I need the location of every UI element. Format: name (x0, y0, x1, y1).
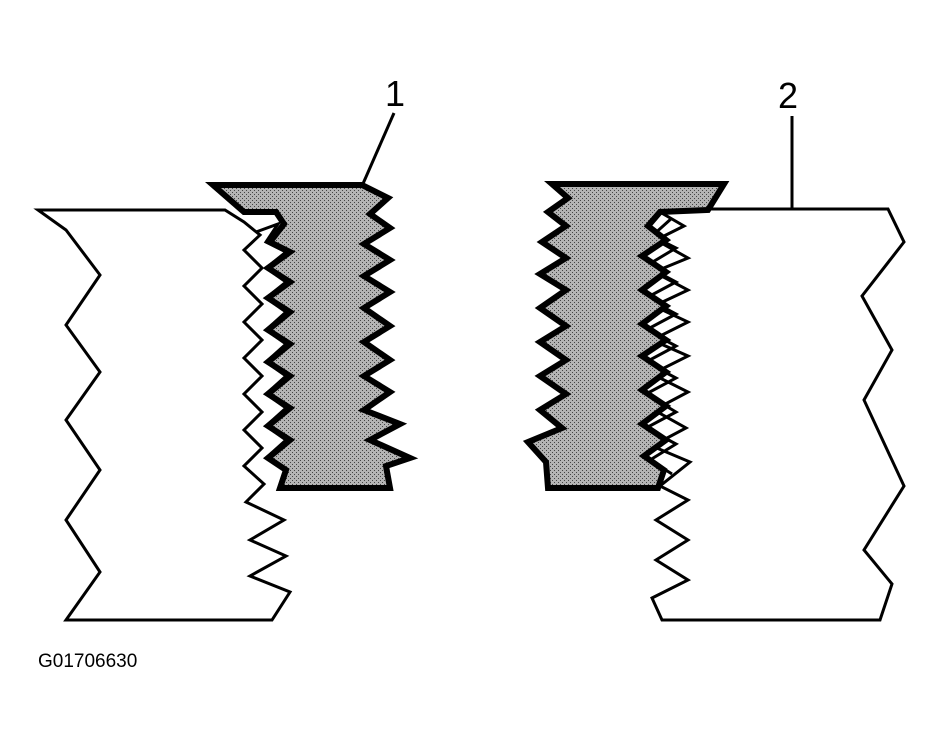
right-thread-insert (522, 181, 730, 491)
figure-id-label: G01706630 (38, 651, 138, 672)
left-workpiece-block (33, 208, 293, 622)
callout-label-2: 2 (778, 75, 799, 116)
callout-1-leader (360, 112, 396, 187)
left-thread-insert (204, 182, 419, 491)
callout-label-1: 1 (385, 73, 406, 114)
right-workpiece-block (648, 207, 906, 622)
